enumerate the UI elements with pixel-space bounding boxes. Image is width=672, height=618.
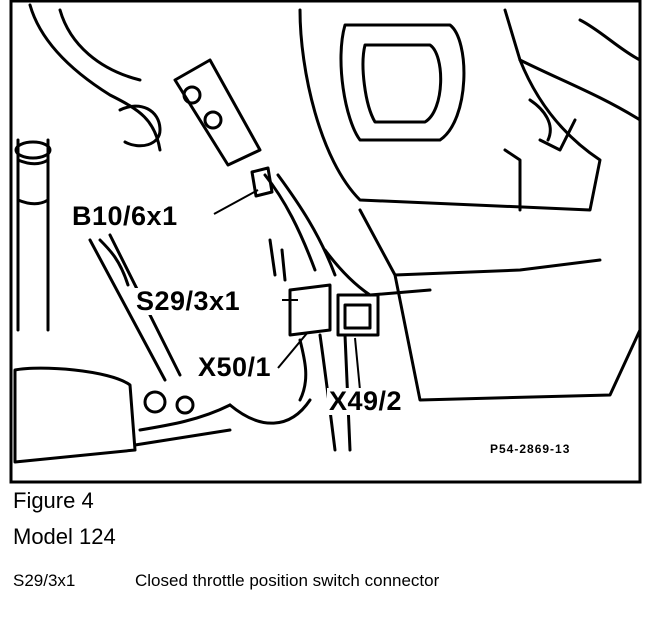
label-s29-3x1: S29/3x1 — [134, 286, 243, 316]
x49-connector — [336, 293, 380, 337]
connector-cluster — [288, 283, 332, 337]
b10-connector — [250, 166, 274, 198]
figure-number: Figure 4 — [13, 488, 94, 513]
leader-x50 — [277, 331, 309, 369]
pedal-mount — [133, 403, 232, 447]
leader-b10 — [213, 189, 259, 215]
label-x50-1: X50/1 — [196, 352, 274, 382]
top-right-clamp — [528, 18, 642, 142]
left-pipe-top — [14, 140, 52, 160]
left-pipe — [16, 138, 50, 332]
vertical-bracket — [173, 58, 262, 167]
top-left-component — [28, 3, 162, 152]
right-side-part — [503, 58, 642, 212]
legend-description: Closed throttle position switch connecto… — [135, 571, 440, 590]
label-x49-2: X49/2 — [327, 386, 405, 416]
legend-code: S29/3x1 — [13, 571, 76, 590]
figure-reference-code: P54-2869-13 — [490, 442, 571, 456]
pedal-plate — [13, 366, 137, 464]
figure-frame — [9, 0, 642, 484]
housing-window-inner — [361, 43, 443, 124]
pedal-pivot — [143, 390, 167, 414]
pedal-bolt — [175, 395, 195, 415]
bracket-hole-2 — [203, 110, 223, 130]
bracket — [118, 104, 162, 148]
side-wire — [268, 238, 432, 297]
bracket-hole-1 — [182, 85, 202, 105]
wire-harness — [263, 173, 372, 297]
housing-outline — [298, 8, 602, 212]
leader-x49 — [354, 337, 361, 391]
label-b10-6x1: B10/6x1 — [70, 201, 180, 231]
housing-window — [339, 23, 466, 142]
housing-lower — [358, 208, 642, 402]
model-number: Model 124 — [13, 524, 116, 549]
